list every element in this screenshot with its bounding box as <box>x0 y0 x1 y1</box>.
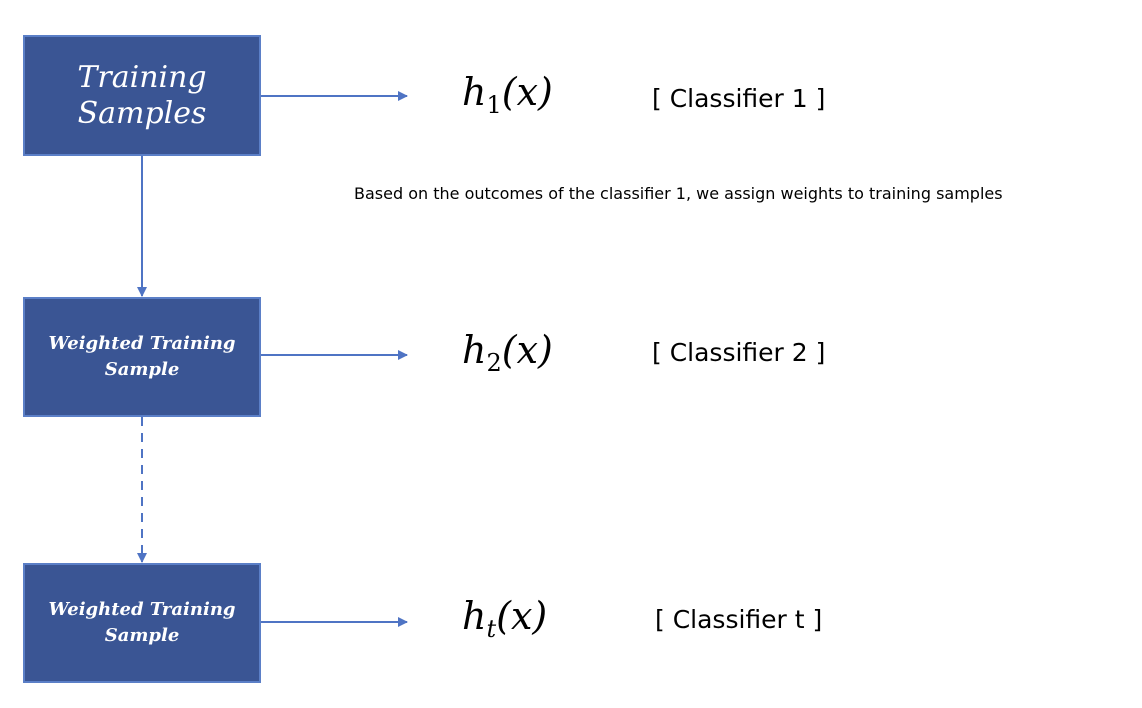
node-label-line: Weighted Training <box>48 599 236 620</box>
node-label-line: Samples <box>77 95 207 131</box>
weighting-annotation: Based on the outcomes of the classifier … <box>354 184 1003 203</box>
hypothesis-h1: h1(x) <box>462 70 553 119</box>
hypothesis-subscript: 1 <box>486 91 502 119</box>
weighted-training-sample-box-2: Weighted Training Sample <box>23 563 261 683</box>
hypothesis-argument: (x) <box>501 70 553 114</box>
hypothesis-h2: h2(x) <box>462 328 553 377</box>
hypothesis-argument: (x) <box>496 594 548 638</box>
training-samples-box: Training Samples <box>23 35 261 156</box>
node-label-line: Sample <box>104 625 180 646</box>
node-label-line: Weighted Training <box>48 333 236 354</box>
classifier-label-2: [ Classifier 2 ] <box>652 338 826 367</box>
hypothesis-base: h <box>462 594 487 638</box>
classifier-label-1: [ Classifier 1 ] <box>652 84 826 113</box>
node-label-line: Sample <box>104 359 180 380</box>
node-label-line: Training <box>77 59 207 95</box>
hypothesis-subscript: t <box>486 615 497 643</box>
hypothesis-base: h <box>462 328 487 372</box>
weighted-training-sample-box-1: Weighted Training Sample <box>23 297 261 417</box>
hypothesis-ht: ht(x) <box>462 594 547 643</box>
hypothesis-subscript: 2 <box>486 349 502 377</box>
hypothesis-base: h <box>462 70 487 114</box>
hypothesis-argument: (x) <box>501 328 553 372</box>
classifier-label-t: [ Classifier t ] <box>655 605 823 634</box>
